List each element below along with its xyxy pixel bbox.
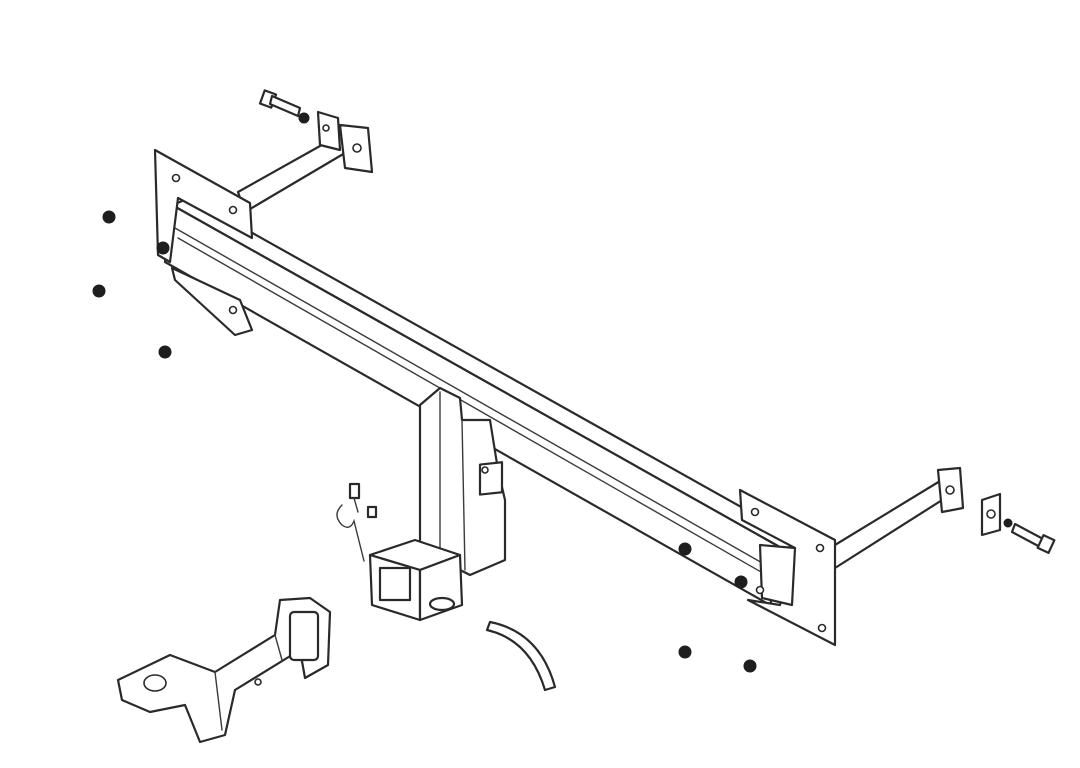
nut <box>102 210 116 224</box>
left-mounting-arm <box>236 110 374 214</box>
hitch-pin-and-clip <box>336 482 378 562</box>
nut <box>743 659 757 673</box>
right-bolt <box>980 492 1056 554</box>
left-bracket-plate <box>153 148 254 337</box>
right-bracket-plate <box>738 488 837 647</box>
right-mounting-arm <box>828 466 965 570</box>
nut <box>678 542 692 556</box>
nut <box>678 645 692 659</box>
receiver-tube <box>368 538 464 622</box>
nuts <box>92 210 757 673</box>
receiver-bracket <box>418 386 507 577</box>
nut <box>92 284 106 298</box>
nut <box>734 575 748 589</box>
ball-mount <box>116 596 332 744</box>
left-bolt <box>258 89 310 124</box>
wiring-loop <box>485 620 557 692</box>
nut <box>158 345 172 359</box>
